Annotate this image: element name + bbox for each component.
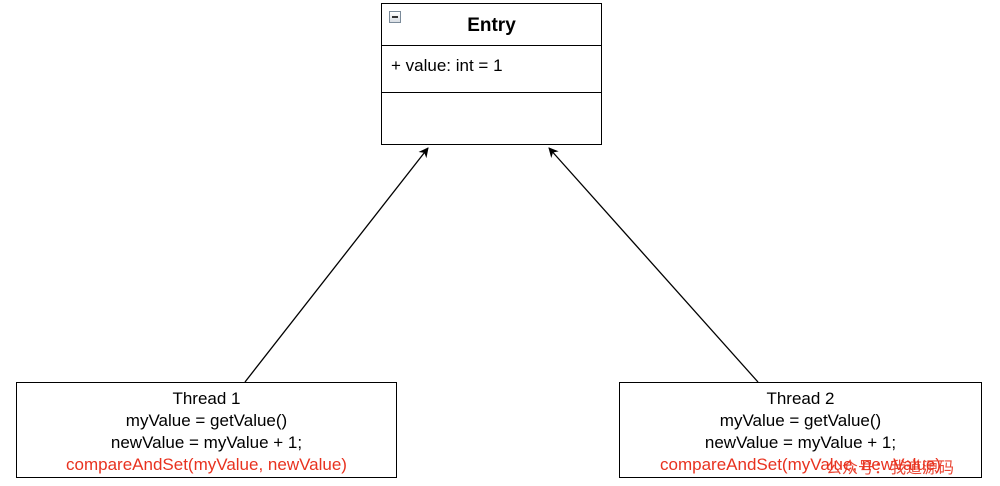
collapse-icon[interactable] bbox=[389, 11, 401, 23]
class-divider bbox=[382, 92, 601, 93]
thread-line-compare-and-set: compareAndSet(myValue, newValue) bbox=[66, 455, 347, 474]
thread-line-new-value: newValue = myValue + 1; bbox=[704, 433, 897, 452]
thread-title: Thread 1 bbox=[172, 389, 241, 408]
thread-line-compare-and-set: compareAndSet(myValue, newValue) bbox=[660, 455, 941, 474]
watermark: 公众号：我道源码 bbox=[826, 458, 955, 477]
arrow-thread1-to-entry bbox=[244, 147, 429, 383]
thread-line-get-value: myValue = getValue() bbox=[125, 411, 288, 430]
entry-attribute: + value: int = 1 bbox=[391, 56, 503, 75]
arrow-thread2-to-entry bbox=[548, 147, 759, 383]
thread-line-get-value: myValue = getValue() bbox=[719, 411, 882, 430]
thread-line-new-value: newValue = myValue + 1; bbox=[110, 433, 303, 452]
thread-1-box[interactable]: Thread 1 myValue = getValue() newValue =… bbox=[16, 382, 397, 478]
thread-2-box[interactable]: Thread 2 myValue = getValue() newValue =… bbox=[619, 382, 982, 478]
entry-class-name: Entry bbox=[467, 15, 516, 36]
thread-title: Thread 2 bbox=[766, 389, 835, 408]
entry-class-box[interactable]: Entry + value: int = 1 bbox=[381, 3, 602, 145]
class-divider bbox=[382, 45, 601, 46]
